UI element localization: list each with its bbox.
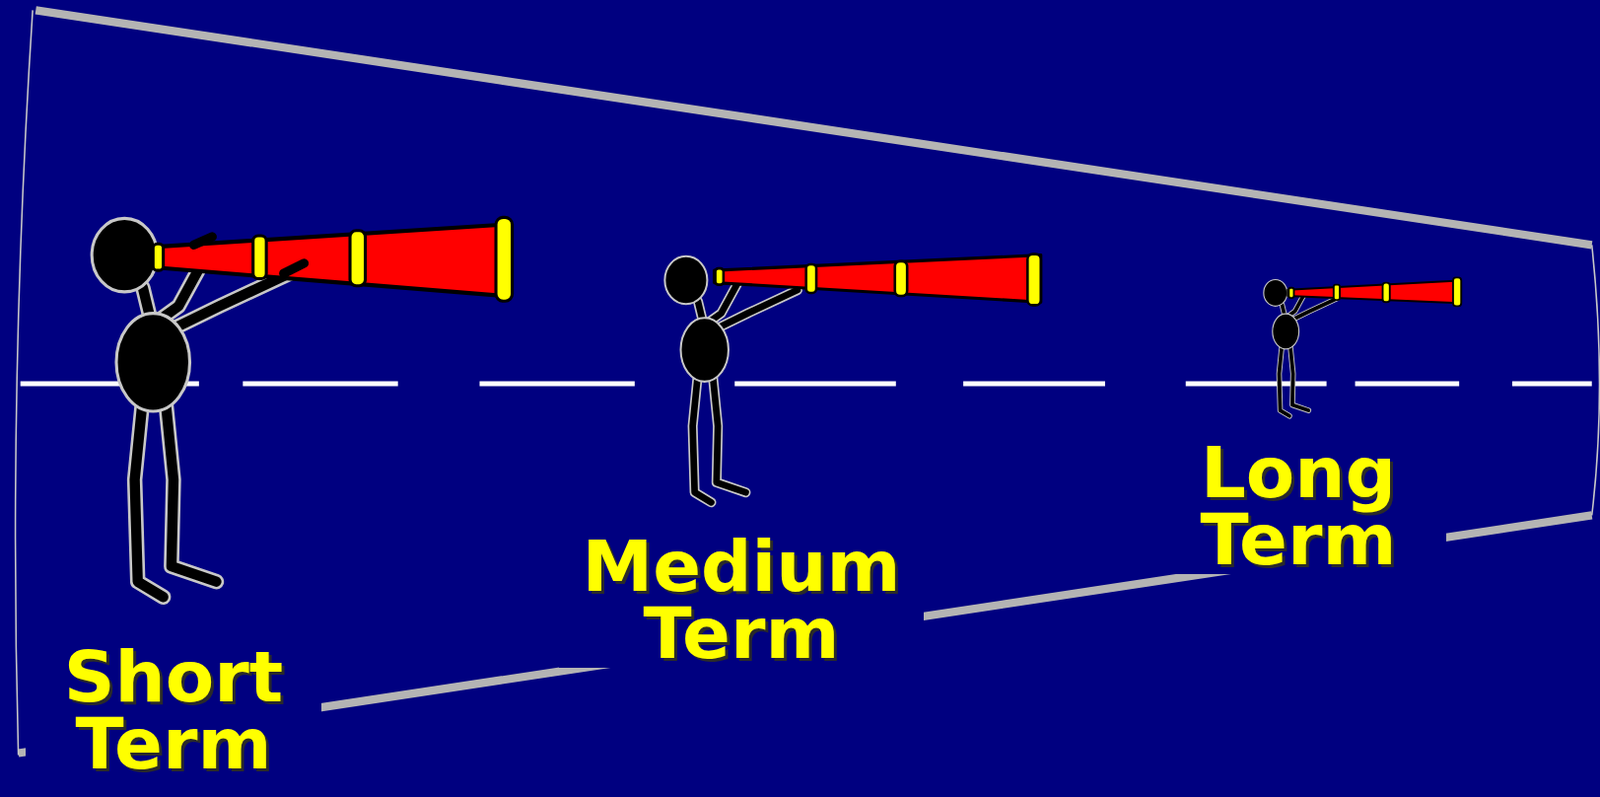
figure-short — [91, 216, 512, 597]
road-end — [1592, 244, 1600, 515]
long-term-label: Long Term — [1150, 438, 1447, 574]
center-line — [20, 380, 1593, 386]
figure-medium — [664, 254, 1041, 503]
medium-term-label: Medium Term — [558, 532, 924, 668]
figure-long — [1263, 277, 1461, 416]
short-term-label: Short Term — [25, 642, 322, 778]
road-edge — [35, 9, 1592, 245]
